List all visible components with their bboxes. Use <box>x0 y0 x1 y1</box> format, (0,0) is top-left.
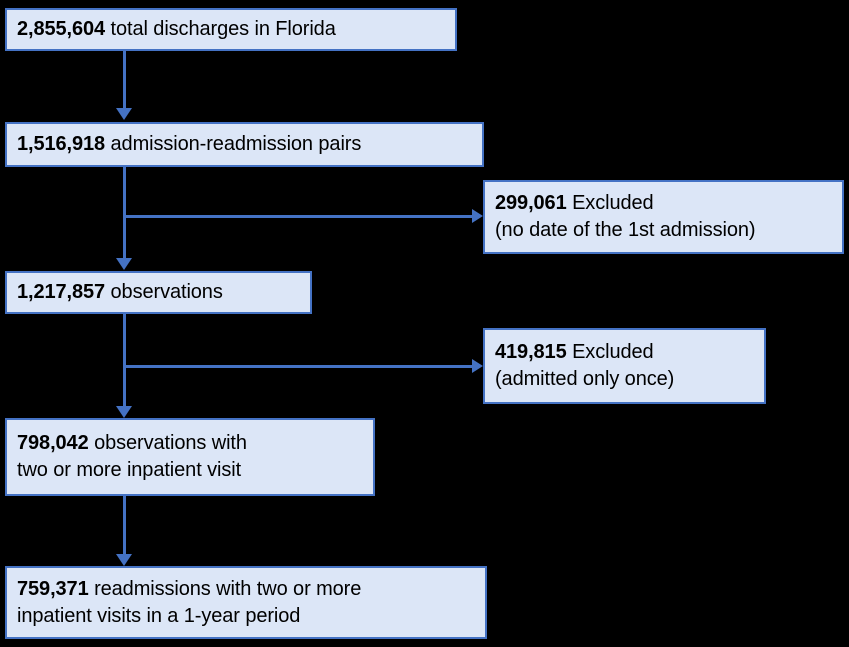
connector-exclude-2-horizontal <box>123 365 475 368</box>
node-excluded-admitted-once-line2: (admitted only once) <box>495 368 675 390</box>
connector-1-vertical <box>123 51 126 113</box>
node-admission-readmission-pairs-number: 1,516,918 <box>17 133 106 155</box>
node-observations-two-or-more: 798,042 observations with two or more in… <box>5 418 375 496</box>
connector-1-arrowhead <box>116 108 132 120</box>
connector-3-vertical <box>123 314 126 414</box>
node-total-discharges-label: total discharges in Florida <box>105 18 336 40</box>
node-excluded-no-date-text: 299,061 Excluded (no date of the 1st adm… <box>495 190 834 244</box>
node-total-discharges-text: 2,855,604 total discharges in Florida <box>17 16 447 43</box>
connector-4-vertical <box>123 496 126 558</box>
node-excluded-no-date: 299,061 Excluded (no date of the 1st adm… <box>483 180 844 254</box>
connector-exclude-1-arrowhead <box>472 209 483 223</box>
node-observations-text: 1,217,857 observations <box>17 279 302 306</box>
node-observations-label: observations <box>105 281 223 303</box>
node-excluded-no-date-line2: (no date of the 1st admission) <box>495 219 756 241</box>
node-excluded-admitted-once-number: 419,815 <box>495 341 567 363</box>
node-readmissions-one-year-label: readmissions with two or more <box>88 577 362 600</box>
node-excluded-no-date-label: Excluded <box>566 192 654 214</box>
node-excluded-admitted-once: 419,815 Excluded (admitted only once) <box>483 328 766 404</box>
node-admission-readmission-pairs-text: 1,516,918 admission-readmission pairs <box>17 131 474 158</box>
node-observations-two-or-more-line2: two or more inpatient visit <box>17 459 242 481</box>
node-excluded-admitted-once-text: 419,815 Excluded (admitted only once) <box>495 339 756 393</box>
connector-exclude-2-arrowhead <box>472 359 483 373</box>
node-observations-two-or-more-label: observations with <box>88 432 247 454</box>
node-total-discharges: 2,855,604 total discharges in Florida <box>5 8 457 51</box>
connector-3-arrowhead <box>116 406 132 418</box>
node-readmissions-one-year-line2: inpatient visits in a 1-year period <box>17 604 301 627</box>
connector-2-arrowhead <box>116 258 132 270</box>
node-excluded-no-date-number: 299,061 <box>495 192 567 214</box>
node-observations-two-or-more-text: 798,042 observations with two or more in… <box>17 430 365 484</box>
node-admission-readmission-pairs: 1,516,918 admission-readmission pairs <box>5 122 484 167</box>
connector-exclude-1-horizontal <box>123 215 475 218</box>
node-observations: 1,217,857 observations <box>5 271 312 314</box>
node-excluded-admitted-once-label: Excluded <box>566 341 654 363</box>
node-admission-readmission-pairs-label: admission-readmission pairs <box>105 133 362 155</box>
node-observations-number: 1,217,857 <box>17 281 106 303</box>
connector-4-arrowhead <box>116 554 132 566</box>
node-readmissions-one-year: 759,371 readmissions with two or more in… <box>5 566 487 639</box>
node-observations-two-or-more-number: 798,042 <box>17 432 89 454</box>
node-readmissions-one-year-number: 759,371 <box>17 577 89 600</box>
node-total-discharges-number: 2,855,604 <box>17 18 106 40</box>
node-readmissions-one-year-text: 759,371 readmissions with two or more in… <box>17 576 477 630</box>
